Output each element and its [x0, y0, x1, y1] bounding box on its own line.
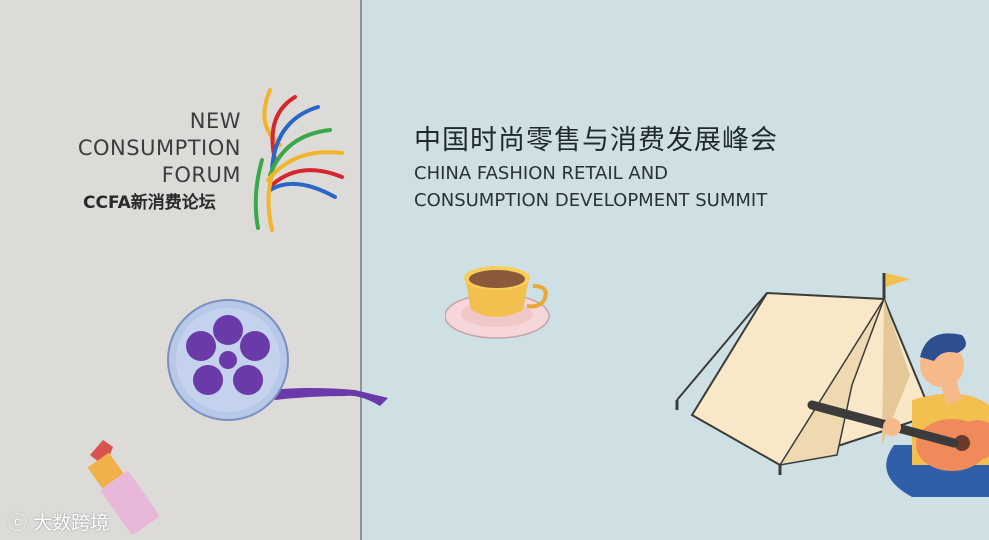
- lipstick-icon: [87, 440, 159, 535]
- tea-cup-icon: [445, 266, 550, 339]
- film-reel-icon: [167, 299, 388, 421]
- summit-title-en-line1: CHINA FASHION RETAIL AND: [414, 163, 669, 184]
- summit-title-chinese: 中国时尚零售与消费发展峰会: [414, 125, 778, 156]
- summit-title-english: CHINA FASHION RETAIL AND CONSUMPTION DEV…: [414, 160, 767, 214]
- tent-guitarist-illustration: [675, 273, 989, 497]
- logo-line-consumption: CONSUMPTION: [77, 136, 241, 160]
- right-panel: [362, 0, 989, 540]
- logo-arcs-icon: [253, 88, 344, 232]
- watermark-logo-icon: ⓒ: [8, 512, 28, 534]
- logo-chinese-name: CCFA新消费论坛: [83, 193, 216, 213]
- watermark-text: 大数跨境: [33, 512, 110, 534]
- watermark: ⓒ 大数跨境: [8, 508, 109, 535]
- left-panel: [0, 0, 361, 540]
- summit-title-en-line2: CONSUMPTION DEVELOPMENT SUMMIT: [414, 190, 768, 211]
- logo-wordmark: NEW CONSUMPTION FORUM: [78, 108, 241, 189]
- logo-line-forum: FORUM: [161, 163, 241, 187]
- panel-divider: [360, 0, 362, 540]
- logo-line-new: NEW: [189, 109, 241, 133]
